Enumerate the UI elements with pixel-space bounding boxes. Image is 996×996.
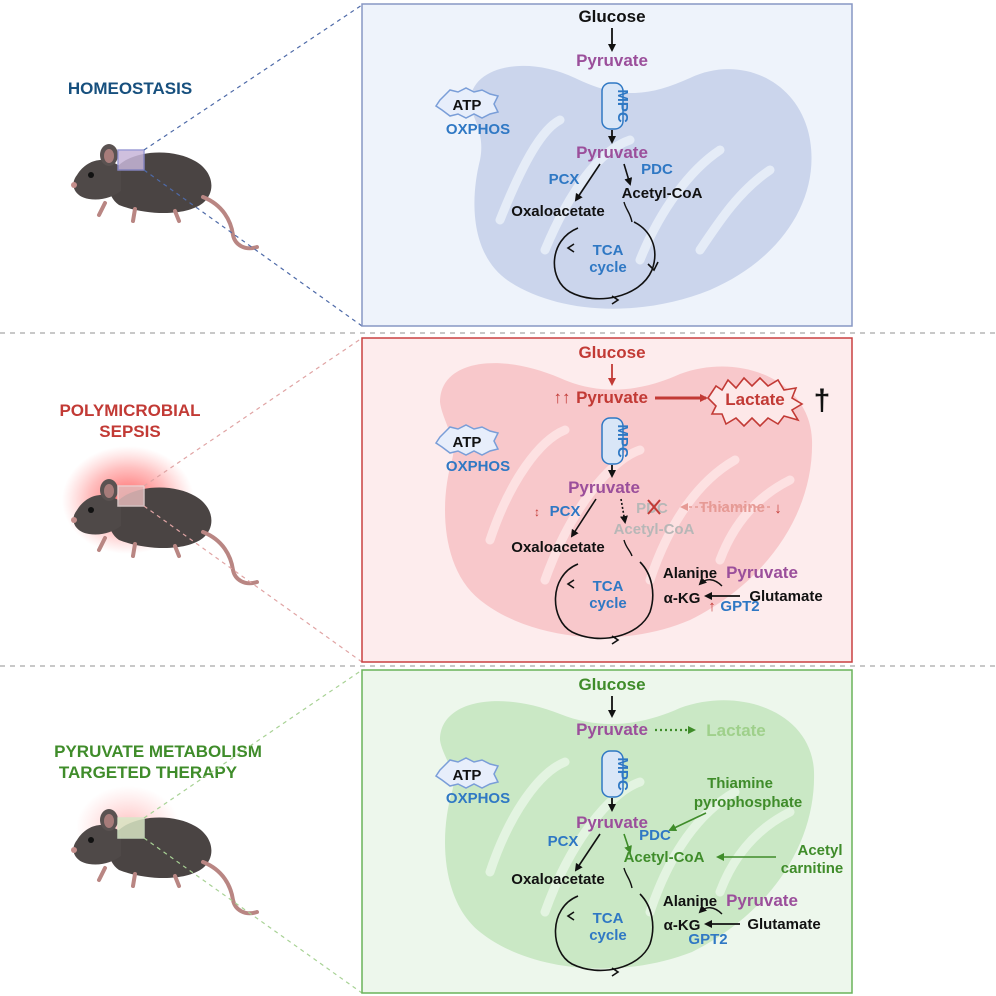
oxaloacetate-label: Oxaloacetate bbox=[511, 539, 604, 556]
cycle-label: cycle bbox=[589, 927, 627, 944]
state-label-line2: SEPSIS bbox=[99, 422, 160, 441]
mpc-transporter bbox=[601, 750, 624, 798]
tca-cycle bbox=[553, 221, 659, 305]
mpc-transporter bbox=[601, 82, 624, 130]
oxaloacetate-label: Oxaloacetate bbox=[511, 871, 604, 888]
pyruvate-mito-label: Pyruvate bbox=[576, 143, 648, 162]
pdc-label: PDC bbox=[639, 827, 671, 844]
oxphos-label: OXPHOS bbox=[446, 790, 510, 807]
tca-cycle bbox=[554, 893, 654, 977]
panel-sepsis: POLYMICROBIAL SEPSIS Glucose ↑↑ Pyruvate… bbox=[59, 337, 853, 663]
atp-burst bbox=[434, 757, 500, 789]
oxphos-label: OXPHOS bbox=[446, 121, 510, 138]
tca-cycle bbox=[554, 561, 654, 645]
pyruvate-side-label: Pyruvate bbox=[726, 891, 798, 910]
state-label-line2: TARGETED THERAPY bbox=[59, 763, 238, 782]
acetyl-carnitine-line2: carnitine bbox=[781, 860, 844, 877]
glucose-label: Glucose bbox=[578, 675, 645, 694]
liver-zoom-box bbox=[117, 149, 145, 171]
atp-label: ATP bbox=[453, 434, 482, 451]
atp-label: ATP bbox=[453, 97, 482, 114]
pyruvate-label: Pyruvate bbox=[576, 51, 648, 70]
state-label-line1: PYRUVATE METABOLISM bbox=[54, 742, 262, 761]
atp-burst bbox=[434, 87, 500, 119]
pcx-change-marker: ↕ bbox=[534, 505, 540, 519]
mpc-label: MPC bbox=[614, 757, 631, 791]
mpc-label: MPC bbox=[614, 89, 631, 123]
thiamine-down-arrow: ↓ bbox=[774, 500, 782, 517]
mpc-transporter bbox=[601, 417, 624, 465]
gpt2-label: GPT2 bbox=[720, 598, 759, 615]
tca-label: TCA bbox=[593, 910, 624, 927]
glucose-label: Glucose bbox=[578, 343, 645, 362]
tca-label: TCA bbox=[593, 242, 624, 259]
lactate-burst bbox=[706, 376, 804, 428]
death-cross: † bbox=[814, 384, 831, 417]
up-arrows: ↑↑ bbox=[554, 388, 571, 407]
mitochondrion bbox=[440, 700, 815, 969]
glutamate-label: Glutamate bbox=[749, 588, 822, 605]
akg-label: α-KG bbox=[664, 917, 701, 934]
zoom-line bbox=[143, 4, 363, 151]
lactate-label: Lactate bbox=[706, 721, 766, 740]
glutamate-label: Glutamate bbox=[747, 916, 820, 933]
panel-homeostasis: HOMEOSTASIS Glucose Pyruvate MPC ATP OXP… bbox=[68, 3, 853, 327]
thiamine-label: Thiamine bbox=[699, 499, 765, 516]
pyruvate-mito-label: Pyruvate bbox=[576, 813, 648, 832]
mpc-label: MPC bbox=[614, 424, 631, 458]
state-label: HOMEOSTASIS bbox=[68, 79, 192, 98]
cycle-label: cycle bbox=[589, 259, 627, 276]
atp-label: ATP bbox=[453, 767, 482, 784]
pcx-label: PCX bbox=[549, 171, 580, 188]
glucose-label: Glucose bbox=[578, 7, 645, 26]
thiamine-pp-line1: Thiamine bbox=[707, 775, 773, 792]
oxphos-label: OXPHOS bbox=[446, 458, 510, 475]
mitochondrion bbox=[440, 363, 813, 638]
pyruvate-label: Pyruvate bbox=[576, 720, 648, 739]
acetyl-carnitine-line1: Acetyl bbox=[797, 842, 842, 859]
atp-burst bbox=[434, 424, 500, 456]
gpt2-up-arrow: ↑ bbox=[708, 598, 716, 615]
akg-label: α-KG bbox=[664, 590, 701, 607]
liver-zoom-box bbox=[117, 817, 145, 839]
liver-zoom-box bbox=[117, 485, 145, 507]
pyruvate-mito-label: Pyruvate bbox=[568, 478, 640, 497]
acetyl-coa-label: Acetyl-CoA bbox=[614, 521, 695, 538]
cycle-label: cycle bbox=[589, 595, 627, 612]
gpt2-label: GPT2 bbox=[688, 931, 727, 948]
acetyl-coa-label: Acetyl-CoA bbox=[624, 849, 705, 866]
tca-label: TCA bbox=[593, 578, 624, 595]
pyruvate-side-label: Pyruvate bbox=[726, 563, 798, 582]
panel-therapy: PYRUVATE METABOLISM TARGETED THERAPY Glu… bbox=[54, 669, 853, 994]
pyruvate-label: Pyruvate bbox=[576, 388, 648, 407]
state-label-line1: POLYMICROBIAL bbox=[59, 401, 200, 420]
lactate-label: Lactate bbox=[725, 390, 785, 409]
pcx-label: PCX bbox=[550, 503, 581, 520]
pdc-label: PDC bbox=[641, 161, 673, 178]
pcx-label: PCX bbox=[548, 833, 579, 850]
mitochondrion bbox=[470, 65, 812, 309]
mouse-icon bbox=[69, 142, 259, 251]
oxaloacetate-label: Oxaloacetate bbox=[511, 203, 604, 220]
acetyl-coa-label: Acetyl-CoA bbox=[622, 185, 703, 202]
thiamine-pp-line2: pyrophosphate bbox=[694, 794, 802, 811]
